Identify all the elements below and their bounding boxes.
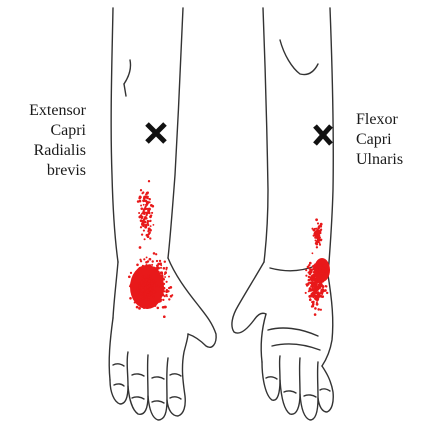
label-line: Capri [2, 121, 86, 141]
label-line: brevis [2, 161, 86, 181]
label-extensor-capri-radialis-brevis: Extensor Capri Radialis brevis [2, 101, 86, 181]
x-mark-icon [147, 124, 165, 142]
referred-pain-zone-extensor [128, 180, 173, 318]
label-line: Extensor [2, 101, 86, 121]
referred-pain-zone-flexor [305, 218, 330, 315]
label-line: Capri [356, 130, 403, 150]
label-flexor-capri-ulnaris: Flexor Capri Ulnaris [356, 110, 403, 170]
label-line: Radialis [2, 141, 86, 161]
x-mark-icon [315, 126, 331, 144]
label-line: Flexor [356, 110, 403, 130]
right-arm-outline [232, 8, 333, 420]
left-arm-outline [109, 8, 216, 420]
label-line: Ulnaris [356, 150, 403, 170]
